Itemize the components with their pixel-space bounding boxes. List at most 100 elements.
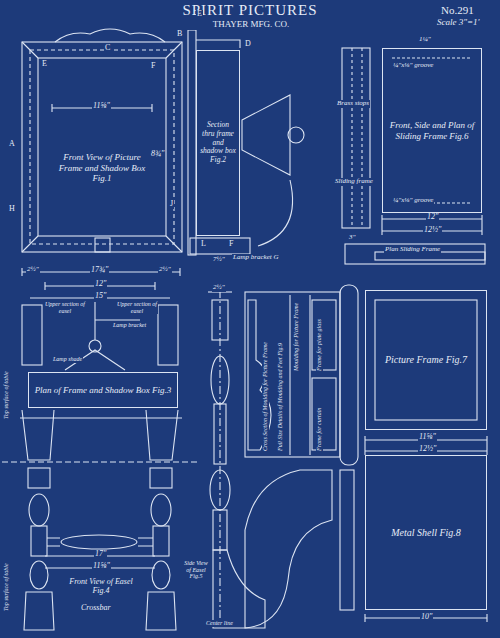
drawing-stroke	[95, 319, 140, 320]
dimension-label: Lamp bracket G	[232, 254, 280, 262]
drawing-stroke	[188, 30, 196, 255]
drawing-stroke	[190, 238, 250, 254]
fig3-plan	[20, 268, 182, 460]
drawing-stroke	[345, 244, 485, 264]
dimension-label: 3"	[348, 234, 356, 242]
dimension-label: Lamp bracket	[112, 322, 147, 329]
drawing-title: SPIRIT PICTURES	[100, 2, 400, 19]
dimension-label: 12½"	[418, 445, 437, 454]
fig2-section	[186, 20, 304, 255]
drawing-stroke	[213, 550, 265, 628]
dimension-label: J	[169, 200, 174, 209]
dimension-label: 1¼"	[418, 36, 432, 44]
figure-caption: Metal Shell Fig.8	[391, 527, 461, 539]
dimension-label: B	[176, 30, 183, 39]
dimension-label: Lamp shade	[52, 356, 83, 363]
dimension-label: 12"	[94, 280, 107, 289]
dimension-label: THAYER MFG. CO.	[150, 20, 352, 30]
drawing-stroke	[245, 292, 340, 457]
drawing-stroke	[158, 305, 178, 365]
dimension-label: No.291	[440, 4, 475, 16]
figure-caption: Front View of Picture Frame and Shadow B…	[51, 152, 153, 183]
figure-box: Front, Side and Plan of Sliding Frame Fi…	[382, 48, 482, 213]
fig9-moulding	[245, 292, 340, 628]
dimension-label: A	[8, 140, 16, 149]
fig7-fig8	[340, 285, 487, 622]
dimension-label: H	[8, 205, 16, 214]
drawing-stroke	[22, 42, 182, 252]
dimension-label: Upper section of easel	[116, 301, 158, 314]
dimension-label: F	[228, 240, 234, 249]
dimension-label: Cross Section of Moulding for Picture Fr…	[262, 341, 269, 452]
drawing-stroke	[20, 410, 182, 460]
dimension-label: 11⅝"	[92, 562, 111, 571]
dimension-label: 11⅝"	[92, 102, 111, 111]
drawing-stroke	[30, 561, 48, 589]
drawing-stroke	[24, 592, 54, 630]
drawing-stroke	[196, 40, 240, 48]
drawing-stroke	[38, 58, 166, 236]
drawing-stroke	[290, 295, 310, 455]
dimension-label: Brass stops	[336, 100, 370, 108]
dimension-label: Moulding for Picture Frame	[293, 302, 300, 372]
dimension-label: ¼"x⅛" groove	[392, 197, 434, 205]
drawing-stroke	[22, 305, 42, 365]
drawing-stroke	[340, 470, 354, 610]
dimension-label: Scale 3"=1'	[436, 18, 481, 28]
dimension-label: ¼"x⅛" groove	[392, 62, 434, 70]
drawing-stroke	[219, 290, 220, 620]
figure-box: Plan of Frame and Shadow Box Fig.3	[28, 372, 178, 408]
dimension-label: Frame for plate glass	[316, 318, 323, 372]
figure-box: Front View of Picture Frame and Shadow B…	[48, 118, 156, 218]
drawing-stroke	[365, 436, 487, 622]
dimension-label: C	[104, 44, 111, 53]
drawing-stroke	[94, 302, 95, 340]
figure-caption: Section thru frame and shadow box Fig.2	[200, 121, 236, 164]
dimension-label: F	[150, 62, 156, 71]
figure-caption: Plan of Frame and Shadow Box Fig.3	[35, 385, 172, 395]
fig4-easel-front	[2, 462, 198, 630]
dimension-label: 12½"	[423, 226, 442, 235]
dimension-label: 2½"	[26, 266, 40, 274]
drawing-stroke	[95, 238, 110, 252]
dimension-label: 15"	[94, 292, 107, 301]
dimension-label: Side View of Easel Fig.5	[181, 560, 211, 580]
dimension-label: L	[200, 240, 207, 249]
dimension-label: 17¾"	[90, 266, 109, 275]
drawing-stroke	[288, 127, 304, 143]
drawing-stroke	[22, 42, 182, 252]
drawing-stroke	[29, 494, 49, 526]
dimension-label: 10"	[420, 613, 433, 622]
dimension-label: 2½"	[158, 266, 172, 274]
dimension-label: 2½"	[212, 284, 226, 292]
dimension-label: Plan Sliding Frame	[384, 246, 441, 254]
drawing-stroke	[30, 50, 174, 244]
dimension-label: Upper section of easel	[44, 301, 86, 314]
fig1-frame	[22, 29, 182, 252]
drawing-stroke	[258, 180, 293, 246]
drawing-stroke	[2, 461, 198, 462]
drawing-stroke	[28, 468, 50, 488]
dimension-label: Top surface of table	[3, 370, 10, 420]
dimension-label: D	[244, 40, 252, 49]
drawing-stroke	[352, 48, 362, 228]
dimension-label: 12"	[426, 213, 439, 222]
dimension-label: E	[41, 60, 48, 69]
dimension-label: Sliding frame	[334, 178, 374, 186]
dimension-label: 11⅝"	[418, 433, 437, 442]
drawing-stroke	[375, 300, 477, 420]
dimension-label: E	[196, 10, 203, 19]
dimension-label: Frame for curtain	[316, 407, 323, 452]
figure-box: Section thru frame and shadow box Fig.2	[196, 50, 240, 236]
drawing-stroke	[146, 468, 176, 630]
fig6-sliding-frame	[342, 48, 485, 264]
drawing-stroke	[245, 470, 332, 628]
dimension-label: Front View of Easel Fig.4	[65, 578, 137, 596]
drawing-stroke	[211, 356, 229, 404]
drawing-stroke	[242, 95, 290, 175]
figure-box: Metal Shell Fig.8	[365, 455, 487, 610]
drawing-stroke	[61, 535, 137, 549]
dimension-label: 17"	[94, 550, 107, 559]
dimension-label: Crossbar	[80, 604, 112, 613]
